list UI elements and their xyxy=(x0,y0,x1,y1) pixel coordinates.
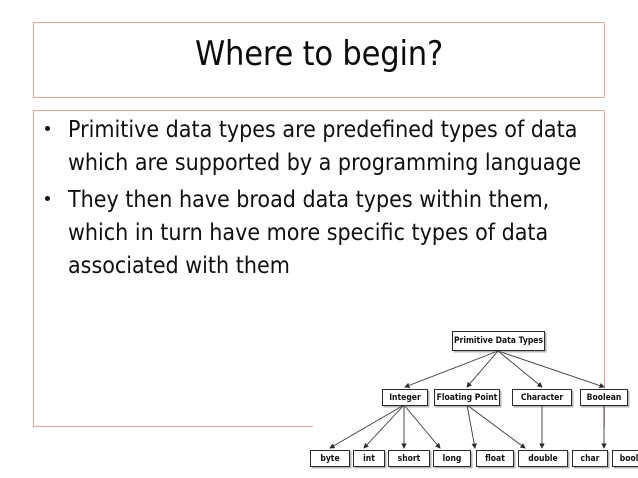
diagram-node-integer: Integer xyxy=(382,389,428,406)
diagram-node-root: Primitive Data Types xyxy=(452,331,545,351)
diagram-node-floating-point: Floating Point xyxy=(434,389,500,406)
diagram-node-label: boolean xyxy=(619,453,638,464)
diagram-node-byte: byte xyxy=(310,450,350,467)
diagram-node-label: Floating Point xyxy=(436,392,498,403)
page-title: Where to begin? xyxy=(194,34,444,74)
bullet-list: Primitive data types are predefined type… xyxy=(36,114,602,287)
list-item: Primitive data types are predefined type… xyxy=(36,114,602,180)
primitive-data-types-diagram: Primitive Data Types Integer Floating Po… xyxy=(300,325,638,478)
bullet-text: Primitive data types are predefined type… xyxy=(68,117,582,176)
diagram-node-label: float xyxy=(485,453,505,464)
diagram-node-label: Boolean xyxy=(586,392,622,403)
diagram-node-label: long xyxy=(442,453,462,464)
diagram-node-long: long xyxy=(433,450,471,467)
diagram-node-label: short xyxy=(397,453,421,464)
diagram-node-int: int xyxy=(353,450,385,467)
diagram-node-label: int xyxy=(363,453,375,464)
content-placeholder-box xyxy=(33,110,605,427)
diagram-node-short: short xyxy=(388,450,430,467)
bullet-dot-icon xyxy=(45,196,50,201)
diagram-node-label: Character xyxy=(520,392,564,403)
diagram-node-label: double xyxy=(528,453,558,464)
diagram-connectors xyxy=(329,350,607,449)
diagram-node-label: Primitive Data Types xyxy=(453,336,544,346)
bullet-dot-icon xyxy=(45,126,50,131)
bullet-text: They then have broad data types within t… xyxy=(68,187,550,279)
diagram-node-boolean: Boolean xyxy=(580,389,628,406)
diagram-node-double: double xyxy=(518,450,568,467)
content-placeholder-bottom-edge xyxy=(33,426,313,427)
title-placeholder-box xyxy=(33,22,605,98)
diagram-node-boolean-leaf: boolean xyxy=(612,450,638,467)
diagram-node-label: char xyxy=(580,453,600,464)
diagram-node-char: char xyxy=(572,450,608,467)
list-item: They then have broad data types within t… xyxy=(36,184,602,283)
diagram-node-character: Character xyxy=(512,389,572,406)
diagram-node-float: float xyxy=(476,450,514,467)
diagram-node-label: Integer xyxy=(389,392,421,403)
diagram-node-label: byte xyxy=(320,453,340,464)
